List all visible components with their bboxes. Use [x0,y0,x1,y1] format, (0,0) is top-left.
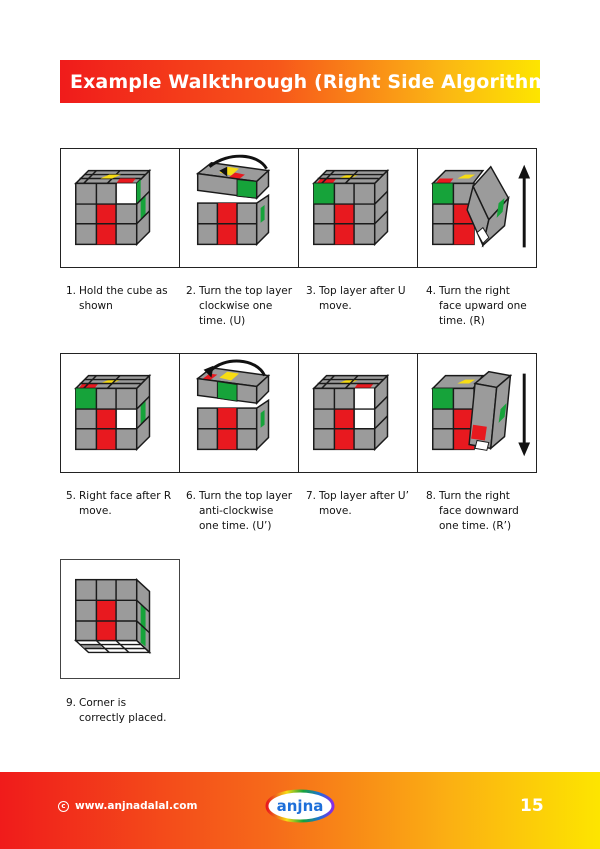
step-9-image [60,559,180,679]
step-8-caption: 8.Turn the right face downward one time.… [426,490,519,533]
step-6-image [179,353,299,473]
step-9-caption: 9.Corner is correctly placed. [66,697,167,725]
step-1-image [60,148,180,268]
cube-icon [73,168,152,247]
cube-icon [311,373,390,452]
step-5-caption: 5.Right face after R move. [66,490,172,518]
step-8-image [417,353,537,473]
step-5-image [60,353,180,473]
cube-icon [73,373,152,452]
step-captions-row-1: 1.Hold the cube as shown 2.Turn the top … [60,284,540,330]
copyright-icon: c [58,800,69,812]
page-footer: c www.anjnadalal.com anjna 15 [0,772,600,849]
step-2-image [179,148,299,268]
cube-icon [195,359,271,452]
step-row-1 [60,148,540,268]
logo-text: anjna [277,797,324,815]
step-4-caption: 4.Turn the right face upward one time. (… [426,285,527,328]
cube-icon [430,370,531,457]
cube-icon [430,164,531,248]
cube-icon [311,168,390,247]
page-title: Example Walkthrough (Right Side Algorith… [70,70,558,93]
step-2-caption: 2.Turn the top layer clockwise one time.… [186,285,293,328]
website-link[interactable]: www.anjnadalal.com [75,800,198,812]
step-7-image [298,353,418,473]
step-6-caption: 6.Turn the top layer anti-clockwise one … [186,490,293,533]
cube-icon [195,154,271,247]
step-row-2 [60,353,540,473]
step-7-caption: 7.Top layer after U’ move. [306,490,409,518]
page-number: 15 [520,796,544,816]
step-row-3 [60,559,540,679]
step-1-caption: 1.Hold the cube as shown [66,285,168,313]
title-banner: Example Walkthrough (Right Side Algorith… [60,60,557,103]
step-captions-row-2: 5.Right face after R move. 6.Turn the to… [60,489,540,535]
logo-icon: anjna [265,789,335,823]
step-4-image [417,148,537,268]
cube-icon [73,577,152,655]
step-3-caption: 3.Top layer after U move. [306,285,406,313]
footer-website: c www.anjnadalal.com [58,800,197,812]
step-3-image [298,148,418,268]
step-captions-row-3: 9.Corner is correctly placed. [60,696,540,726]
